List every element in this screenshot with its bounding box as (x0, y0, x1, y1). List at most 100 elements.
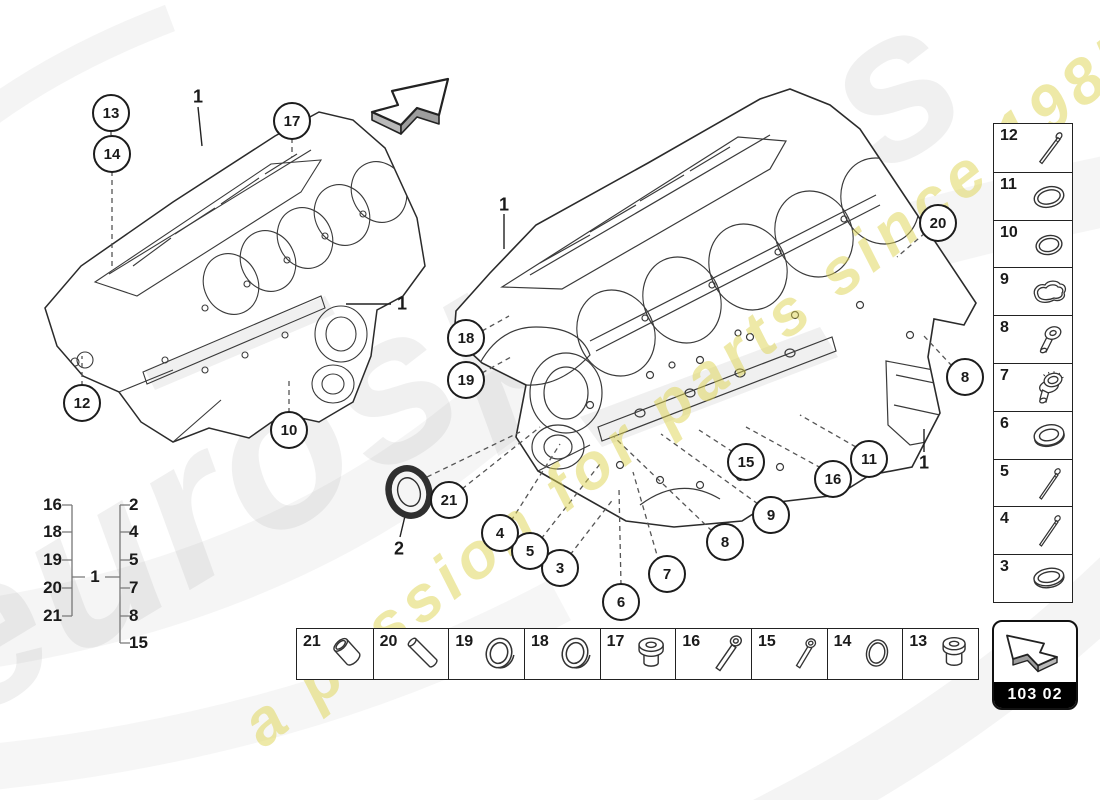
knurled-plug-icon (1039, 371, 1064, 404)
callout-9[interactable]: 9 (752, 496, 790, 534)
page-code: 103 02 (994, 682, 1076, 708)
page-code-badge[interactable]: 103 02 (992, 620, 1078, 710)
part-number: 16 (682, 633, 701, 650)
direction-arrow-icon (370, 77, 450, 135)
screw-plug-icon (942, 636, 966, 666)
legend-number-4: 4 (129, 522, 139, 541)
part-cell-20[interactable]: 20 (372, 629, 449, 679)
part-number: 3 (1000, 558, 1009, 576)
part-number: 21 (303, 633, 321, 650)
part-number: 9 (1000, 271, 1009, 289)
dowel-pin-icon (407, 637, 438, 668)
callout-5[interactable]: 5 (511, 532, 549, 570)
part-number: 6 (1000, 414, 1009, 432)
part-label-1-main: 1 (498, 194, 510, 215)
dowel-sleeve-icon (332, 637, 361, 666)
oval-gasket-icon (1033, 567, 1065, 589)
part-cell-21[interactable]: 21 (297, 629, 373, 679)
part-cell-11[interactable]: 11 (994, 171, 1072, 220)
callout-20[interactable]: 20 (919, 204, 957, 242)
long-bolt-icon (1038, 132, 1063, 165)
callout-10[interactable]: 10 (270, 411, 308, 449)
part-number: 13 (909, 633, 928, 650)
bottom-parts-panel: 21 20 19 (296, 628, 979, 680)
part-cell-7[interactable]: 7 (994, 362, 1072, 411)
part-number: 20 (379, 633, 398, 650)
legend-number-19: 19 (43, 550, 62, 569)
callout-11[interactable]: 11 (850, 440, 888, 478)
right-parts-panel: 12 11 10 (993, 123, 1073, 603)
stud-bolt-icon (1038, 467, 1061, 500)
socket-bolt-icon (795, 638, 816, 669)
callout-13[interactable]: 13 (92, 94, 130, 132)
callout-7[interactable]: 7 (648, 555, 686, 593)
part-cell-9[interactable]: 9 (994, 267, 1072, 315)
legend-number-21: 21 (43, 606, 62, 625)
part-cell-12[interactable]: 12 (994, 124, 1072, 172)
legend-bracket-lines (62, 504, 130, 644)
callout-16[interactable]: 16 (814, 460, 852, 498)
screw-plug-icon (638, 637, 665, 667)
callout-12[interactable]: 12 (63, 384, 101, 422)
callout-18[interactable]: 18 (447, 319, 485, 357)
seal-ring-icon (561, 637, 591, 669)
part-cell-10[interactable]: 10 (994, 219, 1072, 268)
part-cell-15[interactable]: 15 (750, 629, 827, 679)
legend-group-label-1: 1 (90, 567, 100, 586)
part-number: 14 (833, 633, 852, 650)
socket-bolt-icon (715, 635, 742, 672)
engine-block-main-illustration (453, 88, 977, 528)
part-cell-17[interactable]: 17 (599, 629, 676, 679)
part-number: 11 (1000, 175, 1017, 193)
o-ring-icon (1035, 234, 1063, 255)
legend-number-18: 18 (43, 522, 62, 541)
part-cell-18[interactable]: 18 (523, 629, 600, 679)
callout-8[interactable]: 8 (706, 523, 744, 561)
o-ring-icon (1033, 185, 1065, 208)
part-cell-19[interactable]: 19 (448, 629, 524, 679)
part-label-1-leftblock: 1 (396, 293, 408, 314)
callout-4[interactable]: 4 (481, 514, 519, 552)
legend-number-7: 7 (129, 578, 139, 597)
callout-6[interactable]: 6 (602, 583, 640, 621)
callout-17[interactable]: 17 (273, 102, 311, 140)
gasket-icon (1033, 280, 1067, 304)
part-number: 8 (1000, 319, 1009, 337)
callout-19[interactable]: 19 (447, 361, 485, 399)
part-number: 7 (1000, 366, 1009, 384)
part-cell-14[interactable]: 14 (826, 629, 903, 679)
part-number: 12 (1000, 127, 1018, 144)
callout-21[interactable]: 21 (430, 481, 468, 519)
part-number: 18 (530, 633, 549, 650)
legend-number-15: 15 (129, 633, 148, 652)
part-number: 17 (606, 633, 625, 650)
legend-number-20: 20 (43, 578, 62, 597)
callout-8-right[interactable]: 8 (946, 358, 984, 396)
flange-bolt-icon (1039, 326, 1062, 354)
callout-15[interactable]: 15 (727, 443, 765, 481)
part-number: 10 (1000, 223, 1018, 241)
part-cell-13[interactable]: 13 (902, 629, 978, 679)
part-label-1-topleft: 1 (192, 86, 204, 107)
part-cell-16[interactable]: 16 (675, 629, 751, 679)
part-label-1-main-right: 1 (918, 452, 930, 473)
part-cell-3[interactable]: 3 (994, 554, 1072, 602)
legend-number-16: 16 (43, 495, 62, 514)
seal-ring-icon (485, 637, 515, 669)
seal-part-drawing (385, 465, 433, 519)
ring-icon (866, 639, 889, 667)
part-number: 15 (757, 633, 776, 650)
part-cell-6[interactable]: 6 (994, 410, 1072, 459)
back-arrow-icon (1006, 634, 1058, 673)
callout-14[interactable]: 14 (93, 135, 131, 173)
part-number: 5 (1000, 462, 1009, 480)
part-number: 19 (455, 633, 474, 650)
part-label-2-seal: 2 (393, 538, 405, 559)
part-cell-5[interactable]: 5 (994, 458, 1072, 507)
seal-ring-icon (1033, 423, 1065, 447)
part-cell-8[interactable]: 8 (994, 315, 1072, 363)
part-cell-4[interactable]: 4 (994, 506, 1072, 554)
part-number: 4 (1000, 510, 1009, 528)
